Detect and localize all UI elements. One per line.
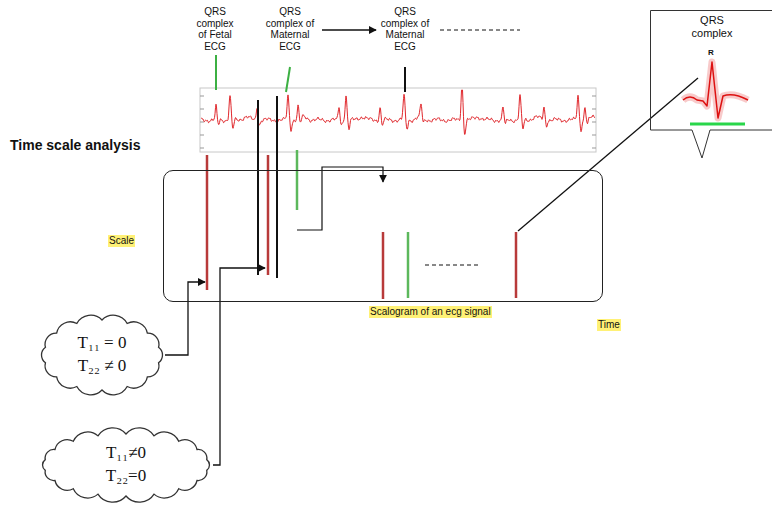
peak-label: R bbox=[708, 48, 714, 57]
callout-title: QRS complex bbox=[683, 14, 741, 39]
annotation: Time scale analysis bbox=[10, 137, 141, 153]
scale-line bbox=[257, 100, 259, 275]
scale-line bbox=[276, 96, 278, 278]
dashed-line bbox=[425, 265, 478, 266]
caption: Scalogram of an ecg signal bbox=[369, 306, 492, 318]
dashed-line bbox=[440, 30, 520, 31]
scale-line bbox=[407, 232, 410, 298]
condition-text: T₂₂ ≠ 0 bbox=[78, 355, 127, 378]
qrs-wave bbox=[683, 62, 748, 118]
annotation: QRS complex of Maternal ECG bbox=[380, 6, 430, 52]
condition-cloud: T₁₁ = 0T₂₂ ≠ 0 bbox=[36, 312, 168, 398]
fetal-marker bbox=[215, 55, 217, 90]
scale-line bbox=[515, 232, 518, 298]
cloud-shape bbox=[42, 315, 163, 395]
scale-line bbox=[267, 155, 270, 275]
annotation: Scale bbox=[108, 235, 135, 247]
annotation: QRS complex of Fetal ECG bbox=[191, 6, 239, 52]
cloud-outline bbox=[36, 312, 168, 398]
condition-text: T₁₁ = 0 bbox=[78, 332, 127, 355]
condition-text: T₂₂=0 bbox=[106, 465, 146, 488]
qrs-picture bbox=[683, 62, 748, 124]
maternal-marker bbox=[404, 67, 406, 92]
scale-line bbox=[206, 155, 209, 290]
cloud-outline bbox=[36, 426, 216, 504]
connector bbox=[213, 268, 265, 465]
connector bbox=[165, 282, 205, 355]
marker-lines bbox=[207, 30, 520, 299]
connector bbox=[518, 78, 698, 231]
bent-arrow bbox=[297, 167, 383, 230]
ecg-strip bbox=[200, 88, 596, 152]
ecg-trace bbox=[201, 90, 595, 134]
arrow bbox=[322, 29, 376, 30]
qrs-glow bbox=[683, 62, 748, 118]
condition-text: T₁₁≠0 bbox=[106, 442, 146, 465]
callout-box: QRS complexR bbox=[650, 10, 772, 162]
scalogram-box: Scalogram of an ecg signal bbox=[163, 170, 603, 302]
callout-shape bbox=[651, 11, 772, 159]
cloud-shape bbox=[43, 428, 210, 502]
annotation: Time bbox=[597, 319, 621, 331]
scale-line bbox=[296, 150, 299, 210]
scale-line bbox=[382, 232, 385, 299]
qrs-bar bbox=[690, 123, 745, 126]
condition-cloud: T₁₁≠0T₂₂=0 bbox=[36, 426, 216, 504]
annotation: QRS complex of Maternal ECG bbox=[265, 6, 315, 52]
maternal-marker bbox=[286, 67, 290, 92]
plot-frame bbox=[200, 88, 596, 152]
